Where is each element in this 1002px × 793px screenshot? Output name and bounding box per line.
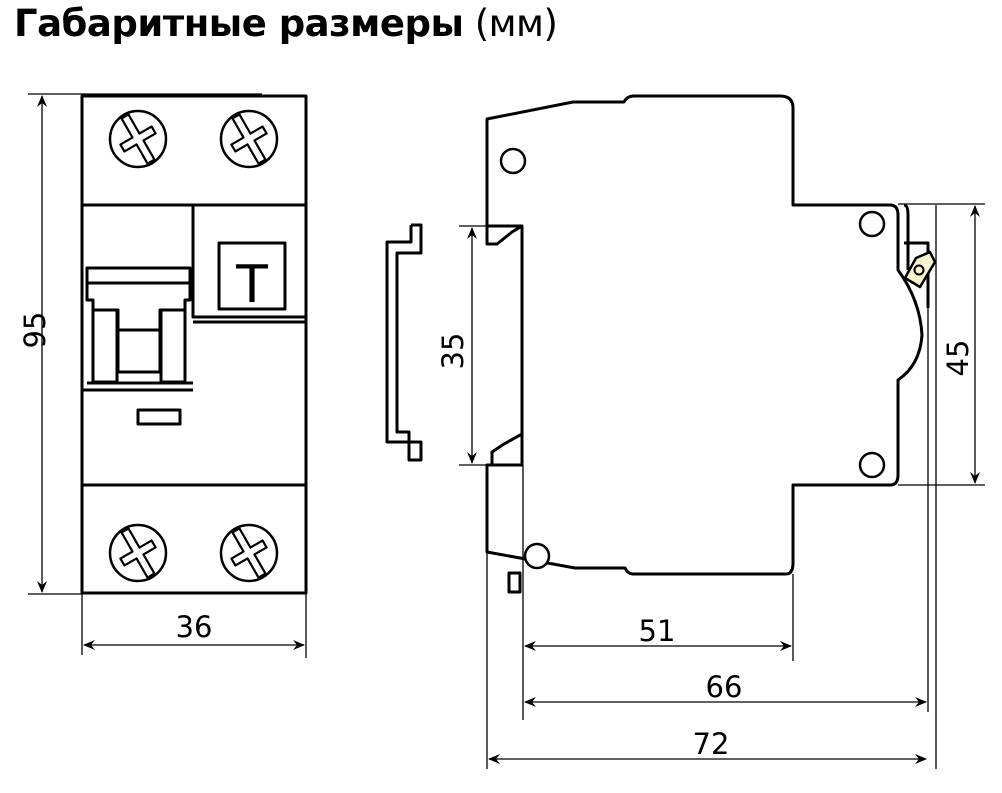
side-body-outline [485,94,924,576]
side-lever[interactable] [903,203,937,308]
side-view [485,94,937,594]
width-value: 36 [176,610,213,644]
din-rail-profile [385,223,423,462]
test-button[interactable] [217,241,287,311]
test-panel-outline [191,205,306,319]
dimension-width: 36 [81,594,307,658]
dimension-height: 95 [18,93,262,595]
din-clip-upper [485,224,523,246]
latch-tab [507,571,522,594]
depth-to-step-value: 51 [639,614,676,648]
din-clip-lower [490,432,524,465]
mounting-hole-icon [858,451,886,479]
page-title: Габаритные размеры (мм) [14,2,558,45]
front-view: T [80,94,308,595]
title-unit: (мм) [474,2,558,45]
dimension-din-rail: 35 [436,225,522,466]
dimension-total-depth: 72 [488,727,927,764]
dimension-depth-to-front: 66 [524,670,927,707]
toggle-lever[interactable] [82,266,193,392]
depth-to-front-value: 66 [706,670,743,704]
height-value: 95 [18,312,52,349]
mounting-hole-icon [499,147,527,175]
din-rail-value: 35 [436,333,470,370]
dimension-depth-to-step: 51 [524,614,792,651]
front-protrusion-value: 45 [941,340,975,377]
total-depth-value: 72 [693,727,730,761]
mounting-hole-icon [523,542,551,570]
mounting-hole-icon [858,210,886,238]
dimension-front-protrusion: 45 [898,203,985,486]
test-button-label: T [235,255,268,315]
title-main: Габаритные размеры [14,2,464,45]
status-indicator-window [136,408,182,426]
